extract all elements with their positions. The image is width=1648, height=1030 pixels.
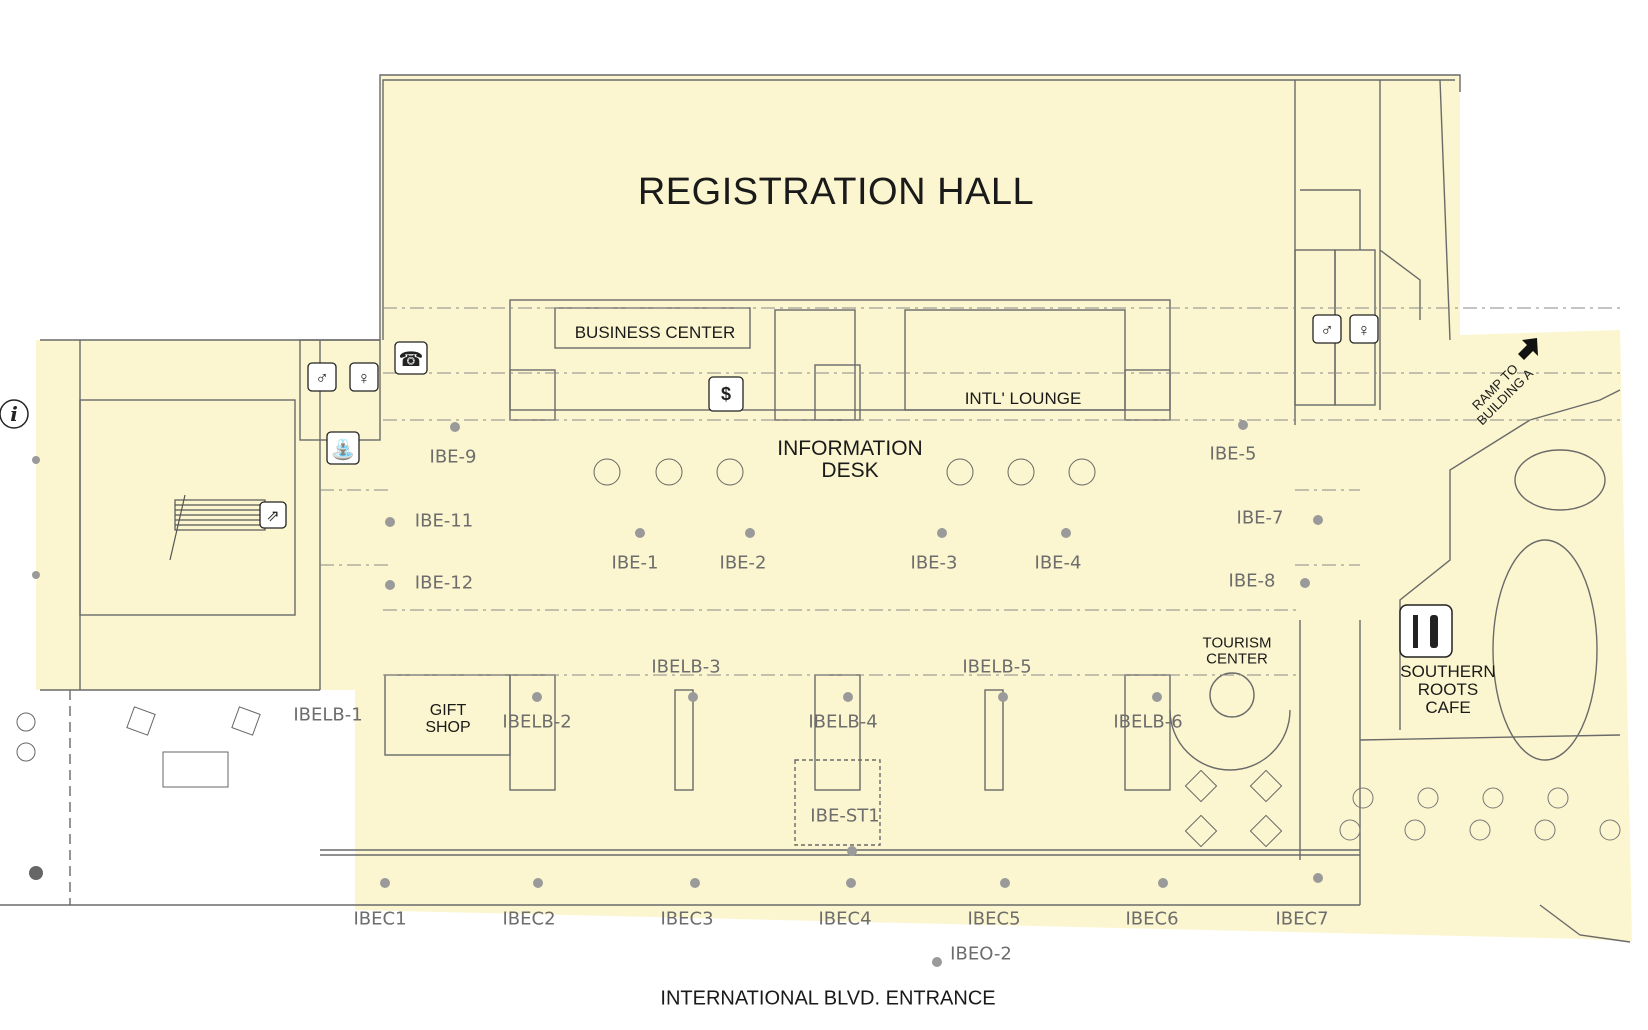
svg-text:⇗: ⇗ [266,508,279,525]
svg-text:$: $ [721,384,731,404]
code-ibec3: IBEC3 [660,908,714,930]
grid-lines [320,307,1620,676]
code-ibec1: IBEC1 [353,908,407,930]
restroom-women-icon[interactable]: ♀ [349,362,379,392]
code-ibe-5: IBE-5 [1209,443,1257,465]
code-ibe-st1: IBE-ST1 [810,805,880,827]
currency-exchange-icon[interactable]: $ [708,376,744,412]
code-ibec7: IBEC7 [1275,908,1329,930]
lounge-seating [16,458,1283,848]
escalator-icon [169,494,266,561]
location-markers [29,420,1323,967]
water-fountain-icon[interactable]: ⛲ [326,431,360,465]
svg-text:☎: ☎ [399,349,424,371]
walls [0,74,1631,943]
cafe-tables [1339,787,1621,841]
restroom-men-icon-right[interactable]: ♂ [1312,314,1342,344]
restroom-men-icon[interactable]: ♂ [307,362,337,392]
information-icon[interactable]: i [0,399,29,429]
code-ibelb-3: IBELB-3 [651,656,721,678]
hall-title: REGISTRATION HALL [637,171,1035,214]
entrance-label: INTERNATIONAL BLVD. ENTRANCE [660,987,996,1010]
telephone-icon[interactable]: ☎ [394,341,428,375]
code-ibec5: IBEC5 [967,908,1021,930]
svg-text:i: i [10,402,18,426]
intl-lounge-label: INTL' LOUNGE [964,389,1082,409]
code-ibeo-2: IBEO-2 [950,943,1012,965]
code-ibelb-1: IBELB-1 [293,704,363,726]
restroom-women-icon-right[interactable]: ♀ [1349,314,1379,344]
tourism-center-label: TOURISM CENTER [1202,634,1272,667]
ramp-arrow-icon [1518,338,1538,360]
gift-shop-label: GIFT SHOP [425,702,471,736]
concourse-floor [36,75,1630,940]
code-ibe-12: IBE-12 [414,572,474,594]
information-desk-label[interactable]: INFORMATION DESK [777,436,923,482]
code-ibe-11: IBE-11 [414,510,474,532]
code-ibe-1: IBE-1 [611,552,659,574]
code-ibe-7: IBE-7 [1236,507,1284,529]
svg-text:♂: ♂ [1320,320,1334,340]
code-ibe-2: IBE-2 [719,552,767,574]
code-ibe-3: IBE-3 [910,552,958,574]
code-ibec6: IBEC6 [1125,908,1179,930]
code-ibe-8: IBE-8 [1228,570,1276,592]
code-ibe-4: IBE-4 [1034,552,1082,574]
code-ibe-9: IBE-9 [429,446,477,468]
southern-roots-cafe-label: SOUTHERN ROOTS CAFE [1400,662,1496,717]
svg-text:♀: ♀ [1357,320,1371,340]
code-ibec2: IBEC2 [502,908,556,930]
restaurant-icon[interactable] [1399,604,1453,658]
code-ibelb-5: IBELB-5 [962,656,1032,678]
business-center-label: BUSINESS CENTER [574,323,736,343]
code-ibec4: IBEC4 [818,908,872,930]
code-ibelb-2: IBELB-2 [502,711,572,733]
svg-text:♂: ♂ [315,368,329,388]
right-floor-fill [1300,330,1632,942]
code-ibelb-6: IBELB-6 [1113,711,1183,733]
code-ibelb-4: IBELB-4 [808,711,878,733]
svg-text:♀: ♀ [357,368,371,388]
escalator-sign-icon[interactable]: ⇗ [259,501,287,529]
svg-text:⛲: ⛲ [331,437,356,461]
